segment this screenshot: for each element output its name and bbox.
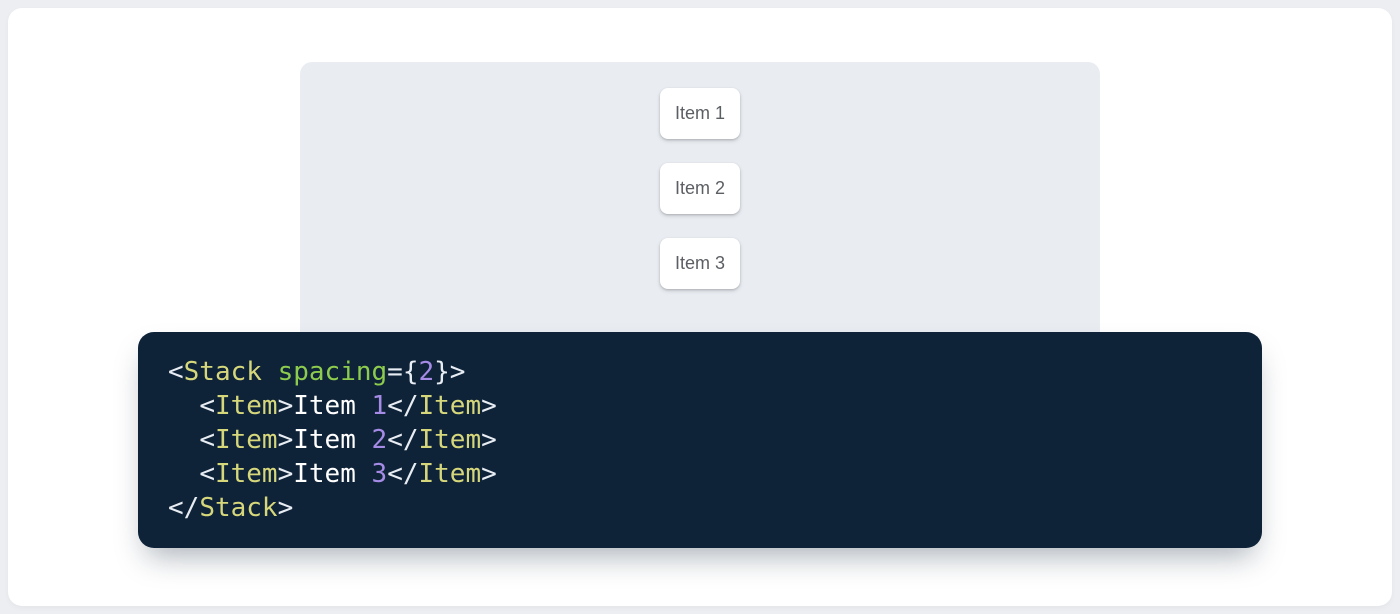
- code-token-punct: >: [277, 493, 294, 523]
- code-token-punct: </: [168, 493, 200, 523]
- code-token-tag: Item: [214, 459, 278, 489]
- code-token-punct: >: [481, 425, 497, 455]
- stack-item-label: Item 2: [674, 178, 726, 198]
- code-token-punct: >: [277, 425, 294, 455]
- code-token-plain: [168, 425, 199, 455]
- code-token-tag: Item: [214, 391, 278, 421]
- code-token-tag: Item: [214, 425, 278, 455]
- stack-item-2: Item 2: [660, 163, 740, 214]
- code-token-tag: Stack: [183, 357, 262, 387]
- code-token-punct: <: [199, 391, 215, 421]
- stack-item-3: Item 3: [660, 238, 740, 289]
- code-token-punct: </: [387, 459, 419, 489]
- code-token-tag: Stack: [199, 493, 278, 523]
- code-token-num: 1: [371, 391, 388, 421]
- stack-item-1: Item 1: [660, 88, 740, 139]
- code-line: <Item>Item 2</Item>: [168, 423, 1232, 457]
- code-line: <Item>Item 1</Item>: [168, 389, 1232, 423]
- stack-demo-panel: Item 1 Item 2 Item 3: [300, 62, 1100, 370]
- code-token-punct: <: [199, 425, 215, 455]
- code-line: </Stack>: [168, 491, 1232, 525]
- code-token-tag: Item: [418, 391, 482, 421]
- code-token-plain: Item: [293, 391, 372, 421]
- code-token-punct: >: [481, 459, 497, 489]
- code-content: <Stack spacing={2}> <Item>Item 1</Item> …: [168, 355, 1232, 525]
- code-token-plain: [262, 357, 278, 387]
- code-token-punct: >: [481, 391, 497, 421]
- code-token-plain: [168, 391, 199, 421]
- page-card: Item 1 Item 2 Item 3 <Stack spacing={2}>…: [8, 8, 1392, 606]
- stack-item-label: Item 1: [674, 103, 726, 123]
- stack-item-label: Item 3: [674, 253, 726, 273]
- code-token-num: 2: [418, 357, 435, 387]
- code-token-punct: </: [387, 425, 419, 455]
- code-token-punct: <: [168, 357, 184, 387]
- code-token-punct: }>: [434, 357, 466, 387]
- code-token-punct: >: [277, 391, 294, 421]
- code-block: <Stack spacing={2}> <Item>Item 1</Item> …: [138, 332, 1262, 548]
- code-token-plain: [168, 459, 199, 489]
- code-line: <Stack spacing={2}>: [168, 355, 1232, 389]
- code-token-punct: <: [199, 459, 215, 489]
- code-token-plain: Item: [293, 459, 372, 489]
- code-token-plain: Item: [293, 425, 372, 455]
- code-token-punct: >: [277, 459, 294, 489]
- code-token-punct: ={: [387, 357, 419, 387]
- code-token-num: 2: [371, 425, 388, 455]
- code-line: <Item>Item 3</Item>: [168, 457, 1232, 491]
- code-token-num: 3: [371, 459, 388, 489]
- code-token-attr: spacing: [277, 357, 388, 387]
- code-token-tag: Item: [418, 425, 482, 455]
- code-token-punct: </: [387, 391, 419, 421]
- code-token-tag: Item: [418, 459, 482, 489]
